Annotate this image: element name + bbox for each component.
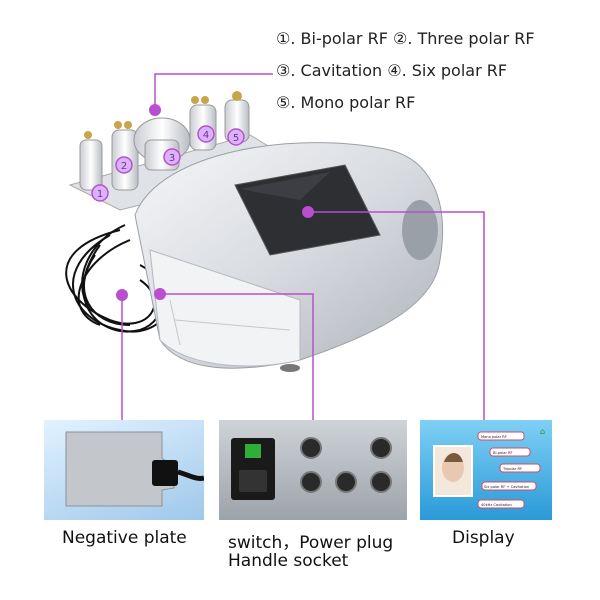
marker-label-1: 1 [97,189,103,200]
marker-label-4: 4 [203,130,209,141]
side-panel [402,200,438,260]
switch-caption-line2: Handle socket [228,551,349,571]
rear-panel-photo [219,420,407,520]
home-icon: ⌂ [540,427,545,436]
legend-line-3: ⑤. Mono polar RF [276,93,416,112]
callout-dots [116,104,314,301]
negative-plate-caption: Negative plate [62,528,187,548]
switch-caption-line1: switch，Power plug [228,533,394,553]
legend-line-1: ①. Bi-polar RF ②. Three polar RF [276,29,535,48]
legend-line-2: ③. Cavitation ④. Six polar RF [276,61,508,80]
screen-menu-sixpolar: Six polar RF + Cavitation [484,485,529,489]
marker-label-2: 2 [121,161,127,172]
handpiece-markers [91,125,245,202]
marker-label-3: 3 [169,153,175,164]
device-base [149,249,301,367]
screen-menu-tripolar: Tripolar RF [502,467,522,471]
display-screen-photo: Mono polar RF Bi-polar RF Tripolar RF Si… [420,420,552,520]
screen-menu-cavitation: 40kHz Cavitation [481,503,512,507]
marker-label-5: 5 [233,133,239,144]
callout-lines [121,73,485,420]
display-caption: Display [452,528,515,548]
screen-menu-mono: Mono polar RF [481,435,507,439]
negative-plate-photo [44,420,204,520]
screen-menu-bipolar: Bi-polar RF [493,451,513,455]
